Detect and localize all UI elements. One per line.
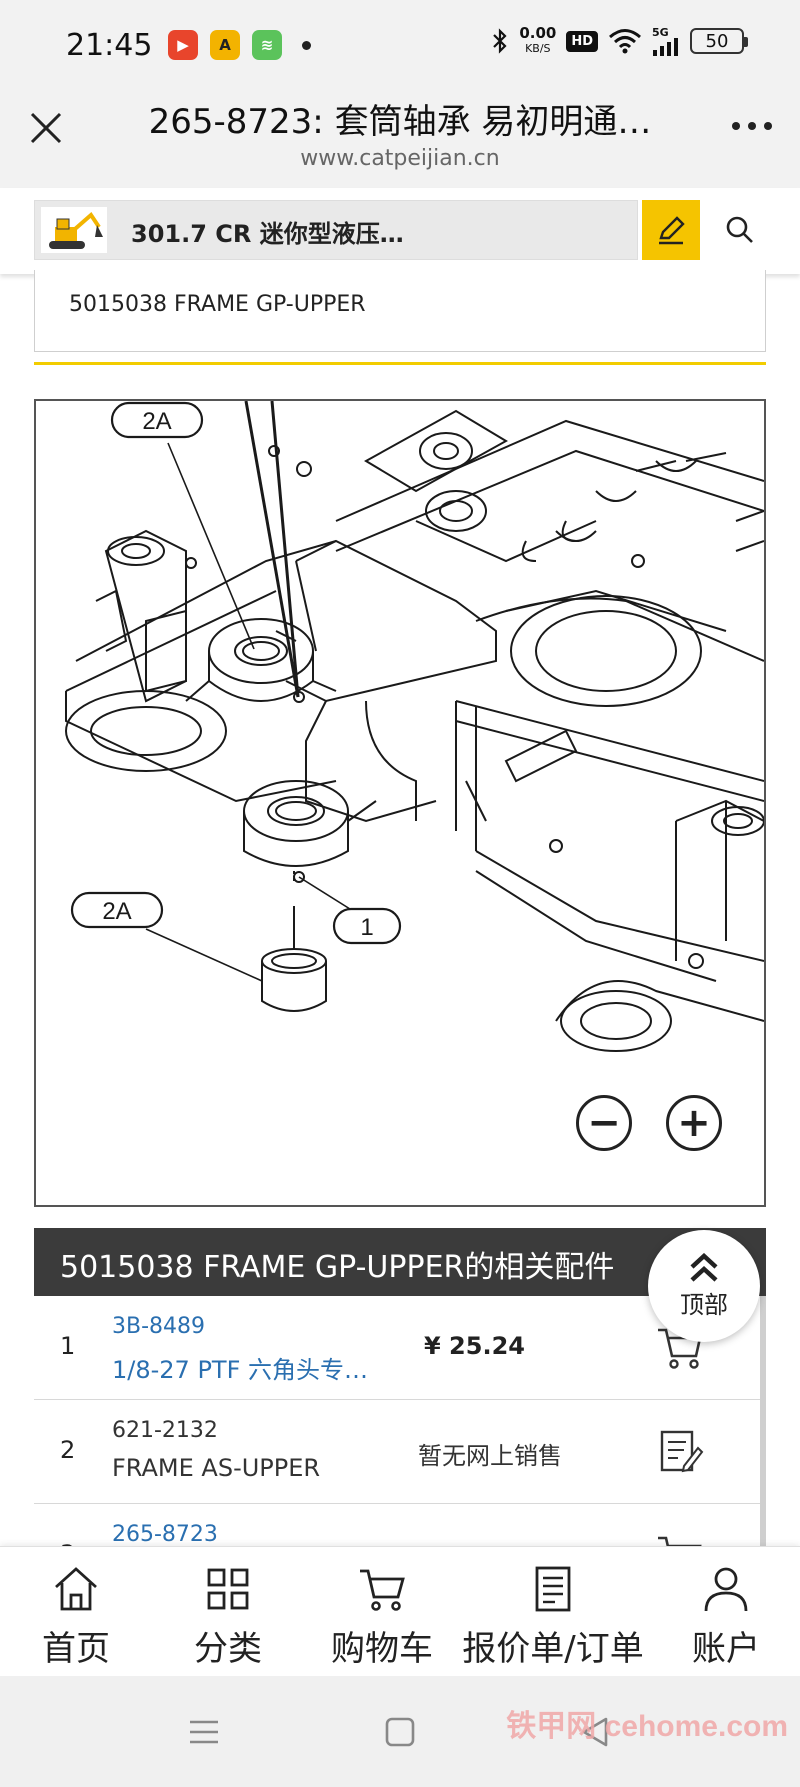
part-number-link[interactable]: 3B-8489 [112, 1314, 206, 1339]
machine-name: 301.7 CR 迷你型液压… [131, 220, 404, 248]
frame-caption-box: 5015038 FRAME GP-UPPER [34, 270, 766, 352]
nav-label-home: 首页 [42, 1629, 110, 1669]
list-scrollbar[interactable] [760, 1296, 766, 1546]
related-parts-header: 5015038 FRAME GP-UPPER的相关配件 [34, 1228, 766, 1296]
part-sale-status: 暂无网上销售 [418, 1442, 562, 1470]
nav-label-category: 分类 [194, 1629, 262, 1669]
part-description: FRAME AS-UPPER [112, 1454, 321, 1482]
close-icon[interactable] [26, 108, 66, 148]
status-indicators: 0.00 KB/S HD 5G 50 [491, 26, 748, 56]
nav-item-category[interactable]: 分类 [188, 1563, 268, 1670]
part-index: 1 [60, 1332, 76, 1360]
nav-item-home[interactable]: 首页 [36, 1563, 116, 1670]
bottom-navigation: 首页 分类 购物车 报价单/订单 账户 [0, 1546, 800, 1676]
double-chevron-up-icon [690, 1252, 718, 1282]
battery-indicator: 50 [690, 28, 748, 54]
nav-item-quote-orders[interactable]: 报价单/订单 [458, 1563, 648, 1670]
table-row[interactable]: 3 265-8723 [34, 1504, 766, 1546]
cart-icon [360, 1569, 405, 1611]
edit-machine-button[interactable] [642, 200, 700, 260]
cell-signal: 5G [652, 27, 680, 56]
frame-caption: 5015038 FRAME GP-UPPER [69, 292, 366, 317]
document-icon [535, 1566, 571, 1612]
network-type-label: 5G [652, 25, 669, 39]
navigation-app-icon: A [210, 30, 240, 60]
user-icon [704, 1567, 748, 1612]
page-url: www.catpeijian.cn [300, 146, 500, 171]
nav-item-account[interactable]: 账户 [686, 1563, 766, 1670]
watermark: 铁甲网 cehome.com [506, 1710, 788, 1743]
part-index: 2 [60, 1436, 76, 1464]
table-row[interactable]: 1 3B-8489 1/8-27 PTF 六角头专用… ¥ 25.24 [34, 1296, 766, 1400]
page-title: 265-8723: 套筒轴承 易初明通… [148, 102, 652, 142]
excavator-thumbnail [41, 207, 107, 253]
callout-1: 1 [360, 914, 373, 941]
machine-bar: 301.7 CR 迷你型液压… [0, 188, 800, 274]
part-price: ¥ 25.24 [424, 1332, 525, 1360]
callout-2a-upper: 2A [142, 408, 171, 435]
parts-diagram[interactable]: 2A 2A 1 − + [34, 399, 766, 1207]
part-index: 3 [60, 1540, 75, 1546]
part-number: 621-2132 [112, 1418, 218, 1443]
nav-label-account: 账户 [692, 1629, 760, 1669]
network-speed-unit: KB/S [525, 42, 551, 55]
status-time: 21:45 [66, 28, 153, 63]
menu-icon[interactable] [184, 1712, 224, 1752]
section-divider [34, 362, 766, 365]
zoom-out-button[interactable]: − [576, 1095, 632, 1151]
nav-item-cart[interactable]: 购物车 [326, 1563, 438, 1670]
home-square-icon[interactable] [380, 1712, 420, 1752]
quote-icon[interactable] [654, 1428, 706, 1476]
search-icon [726, 216, 753, 243]
grid-icon [207, 1568, 249, 1610]
wifi-icon [609, 29, 641, 54]
status-bar: 21:45 ▶ A ≋ 0.00 KB/S HD 5G 50 [0, 0, 800, 90]
cart-icon[interactable] [654, 1532, 706, 1546]
part-number-link[interactable]: 265-8723 [112, 1522, 218, 1546]
related-parts-list: 1 3B-8489 1/8-27 PTF 六角头专用… ¥ 25.24 2 62… [34, 1296, 766, 1546]
network-speed: 0.00 KB/S [519, 26, 556, 56]
search-button[interactable] [714, 204, 766, 256]
status-app-icons: ▶ A ≋ [168, 30, 311, 60]
table-row[interactable]: 2 621-2132 FRAME AS-UPPER 暂无网上销售 [34, 1400, 766, 1504]
hd-badge: HD [566, 30, 598, 52]
nav-label-quote-orders: 报价单/订单 [462, 1629, 644, 1669]
back-triangle-icon[interactable] [576, 1712, 616, 1752]
pencil-icon [659, 216, 685, 245]
callout-2a-lower: 2A [102, 898, 131, 925]
system-navigation-bar: 铁甲网 cehome.com [0, 1676, 800, 1787]
more-options-icon[interactable] [732, 122, 772, 130]
video-app-icon: ▶ [168, 30, 198, 60]
browser-header: 265-8723: 套筒轴承 易初明通… www.catpeijian.cn [0, 90, 800, 188]
signal-bars-icon [653, 37, 678, 56]
back-to-top-label: 顶部 [680, 1290, 728, 1319]
zoom-in-button[interactable]: + [666, 1095, 722, 1151]
nav-label-cart: 购物车 [331, 1629, 433, 1669]
bluetooth-icon [493, 28, 507, 54]
home-icon [55, 1567, 97, 1611]
network-speed-value: 0.00 [519, 24, 557, 42]
hotspot-app-icon: ≋ [252, 30, 282, 60]
notification-dot-icon [302, 40, 311, 50]
frame-illustration: 2A 2A 1 [65, 401, 764, 1052]
part-description-link[interactable]: 1/8-27 PTF 六角头专用… [112, 1356, 392, 1384]
back-to-top-button[interactable]: 顶部 [648, 1230, 760, 1342]
machine-selector[interactable]: 301.7 CR 迷你型液压… [34, 200, 638, 260]
related-parts-title: 5015038 FRAME GP-UPPER的相关配件 [60, 1250, 615, 1285]
